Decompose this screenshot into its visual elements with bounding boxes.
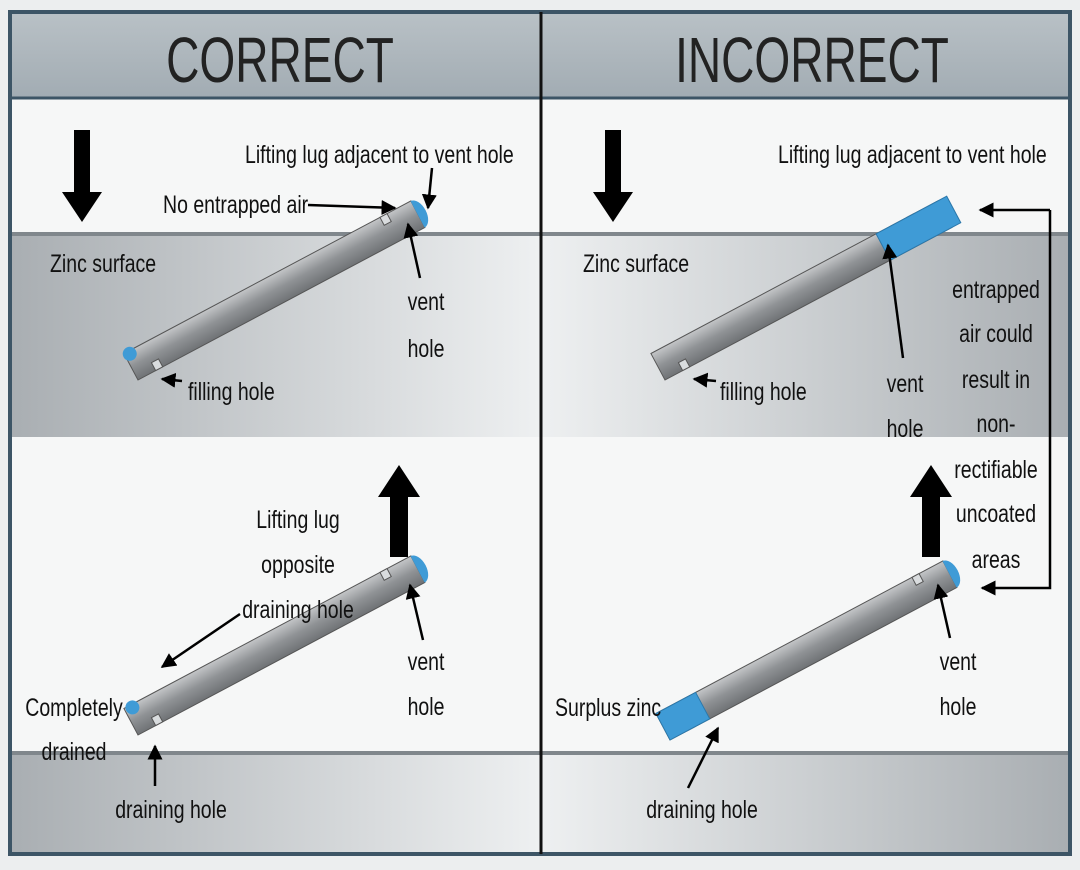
note-line: air could: [959, 320, 1033, 348]
lug-opposite-label: Lifting lug: [256, 506, 339, 534]
vent-label: hole: [887, 415, 924, 443]
up-arrow-icon: [378, 465, 420, 557]
lug-opposite-label: opposite: [261, 551, 335, 579]
no-air-label: No entrapped air: [163, 191, 309, 219]
entrapped-air-note: entrapped air could result in non- recti…: [952, 276, 1040, 574]
incorrect-draining-bar: [655, 560, 961, 741]
vent-label: vent: [408, 288, 446, 316]
up-arrow-icon: [910, 465, 952, 557]
lug-label: Lifting lug adjacent to vent hole: [245, 141, 514, 169]
note-line: rectifiable: [954, 456, 1037, 484]
vent-label: hole: [940, 693, 977, 721]
note-line: areas: [972, 546, 1021, 574]
incorrect-heading: INCORRECT: [675, 25, 949, 96]
drained-label: Completely: [25, 694, 123, 722]
lug-opposite-label: draining hole: [242, 596, 354, 624]
vent-label: hole: [408, 693, 445, 721]
vent-label: vent: [408, 648, 446, 676]
note-line: non-: [976, 410, 1015, 438]
down-arrow-icon: [593, 130, 633, 222]
vent-label: vent: [887, 370, 925, 398]
correct-heading: CORRECT: [166, 25, 394, 96]
filling-hole-label: filling hole: [188, 378, 275, 406]
vent-label: vent: [940, 648, 978, 676]
surplus-zinc-label: Surplus zinc: [555, 694, 661, 722]
annotation-arrows: [147, 167, 1052, 789]
note-line: entrapped: [952, 276, 1040, 304]
note-line: result in: [962, 366, 1030, 394]
filling-hole-label: filling hole: [720, 378, 807, 406]
surplus-zinc-region: [655, 691, 711, 741]
zinc-surface-label: Zinc surface: [583, 250, 689, 278]
note-line: uncoated: [956, 500, 1036, 528]
zinc-surface-label: Zinc surface: [50, 250, 156, 278]
correct-draining-bar: [123, 555, 429, 736]
drained-label: drained: [41, 738, 106, 766]
draining-hole-label: draining hole: [115, 796, 227, 824]
down-arrow-icon: [62, 130, 102, 222]
lug-label: Lifting lug adjacent to vent hole: [778, 141, 1047, 169]
draining-hole-label: draining hole: [646, 796, 758, 824]
vent-label: hole: [408, 335, 445, 363]
